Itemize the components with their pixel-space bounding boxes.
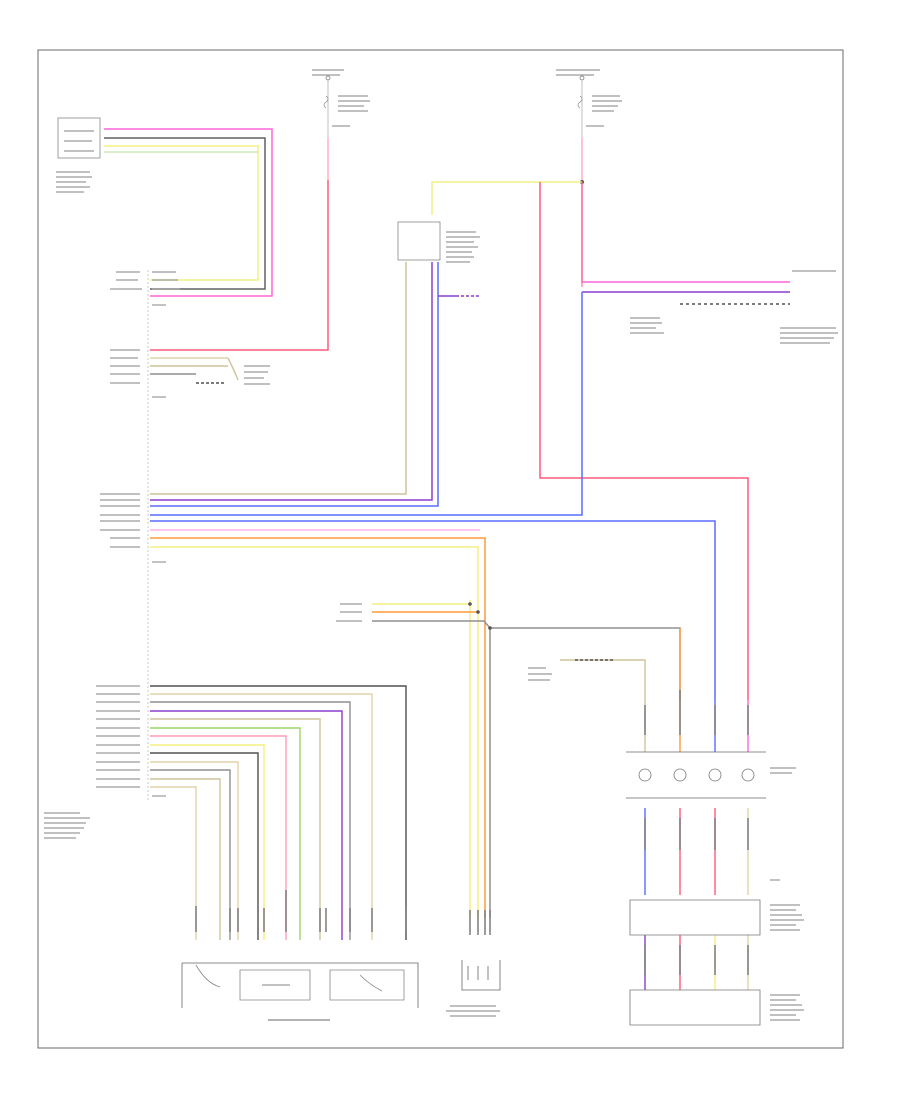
connector-pin-2 xyxy=(673,768,687,782)
center-module-wires xyxy=(150,262,480,507)
fuse-2 xyxy=(556,69,622,184)
module-label-lines xyxy=(56,130,94,193)
fuse2-wires xyxy=(150,181,790,700)
connector-pin-3 xyxy=(708,768,722,782)
connector-pin-4 xyxy=(741,768,755,782)
loop-wires xyxy=(104,128,273,297)
fuse-1 xyxy=(150,69,370,351)
right-lower-connectors xyxy=(629,899,804,1026)
connector-pin-1 xyxy=(638,768,652,782)
center-module xyxy=(397,221,480,263)
splice-connector xyxy=(336,602,681,700)
right-mid-label xyxy=(528,659,646,690)
right-connector-labels xyxy=(630,270,838,344)
left-labels-group-3 xyxy=(100,493,716,918)
right-connector-body xyxy=(626,751,796,881)
left-lower-labels xyxy=(44,685,166,839)
right-assembly-wires xyxy=(644,690,749,990)
lower-left-wire-labels xyxy=(195,890,407,932)
right-wire-labels xyxy=(644,690,749,975)
bottom-middle-module xyxy=(446,910,501,1017)
top-left-module xyxy=(56,117,101,193)
diagram-border xyxy=(37,49,844,1049)
left-labels-group-2 xyxy=(110,349,270,398)
lower-left-wires xyxy=(150,685,407,940)
bottom-left-switch-block xyxy=(181,962,419,1021)
left-labels-group-1 xyxy=(110,271,180,306)
